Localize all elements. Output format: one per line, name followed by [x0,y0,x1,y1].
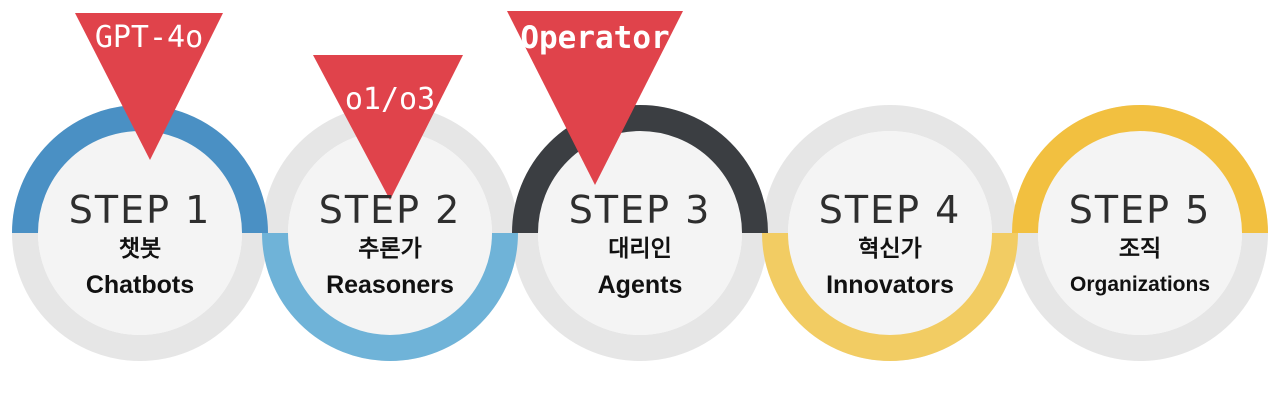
step-5-ring-accent [1012,105,1268,234]
step-3-inner [538,131,742,335]
step-5-label: STEP 5 [1068,188,1212,232]
step-3-text: STEP 3 대리인 Agents [510,188,770,300]
badge-o1o3-text: o1/o3 [344,82,436,117]
step-3-korean: 대리인 [608,236,672,262]
step-1-english: Chatbots [85,271,195,299]
step-1-label: STEP 1 [68,188,212,232]
step-4-ring-accent [762,232,1018,361]
step-2-inner [288,131,492,335]
step-5-text: STEP 5 조직 Organizations [1010,188,1270,300]
step-4-english: Innovators [826,271,954,299]
step-2-english: Reasoners [326,271,454,299]
step-3-label: STEP 3 [568,188,712,232]
badge-2-triangle [313,55,463,200]
step-1-text: STEP 1 챗봇 Chatbots [10,188,270,300]
step-5-inner [1038,131,1242,335]
step-4-korean: 혁신가 [858,236,922,262]
badge-1-triangle [75,13,223,160]
step-4-label: STEP 4 [818,188,962,232]
step-2-text: STEP 2 추론가 Reasoners [260,188,520,300]
step-5-english: Organizations [1069,273,1211,296]
step-1-inner [38,131,242,335]
step-1-korean: 챗봇 [118,236,162,262]
badge-3-triangle [507,11,683,185]
step-2-ring-accent [262,232,518,361]
step-2-korean: 추론가 [358,236,422,262]
step-4-text: STEP 4 혁신가 Innovators [760,188,1020,300]
step-3-ring-accent [512,105,768,234]
step-2-label: STEP 2 [318,188,462,232]
step-5-korean: 조직 [1118,236,1162,262]
badge-operator-text: Operator [520,20,670,56]
step-4-inner [788,131,992,335]
badge-gpt4o-text: GPT-4o [94,20,204,55]
step-3-english: Agents [597,271,683,299]
